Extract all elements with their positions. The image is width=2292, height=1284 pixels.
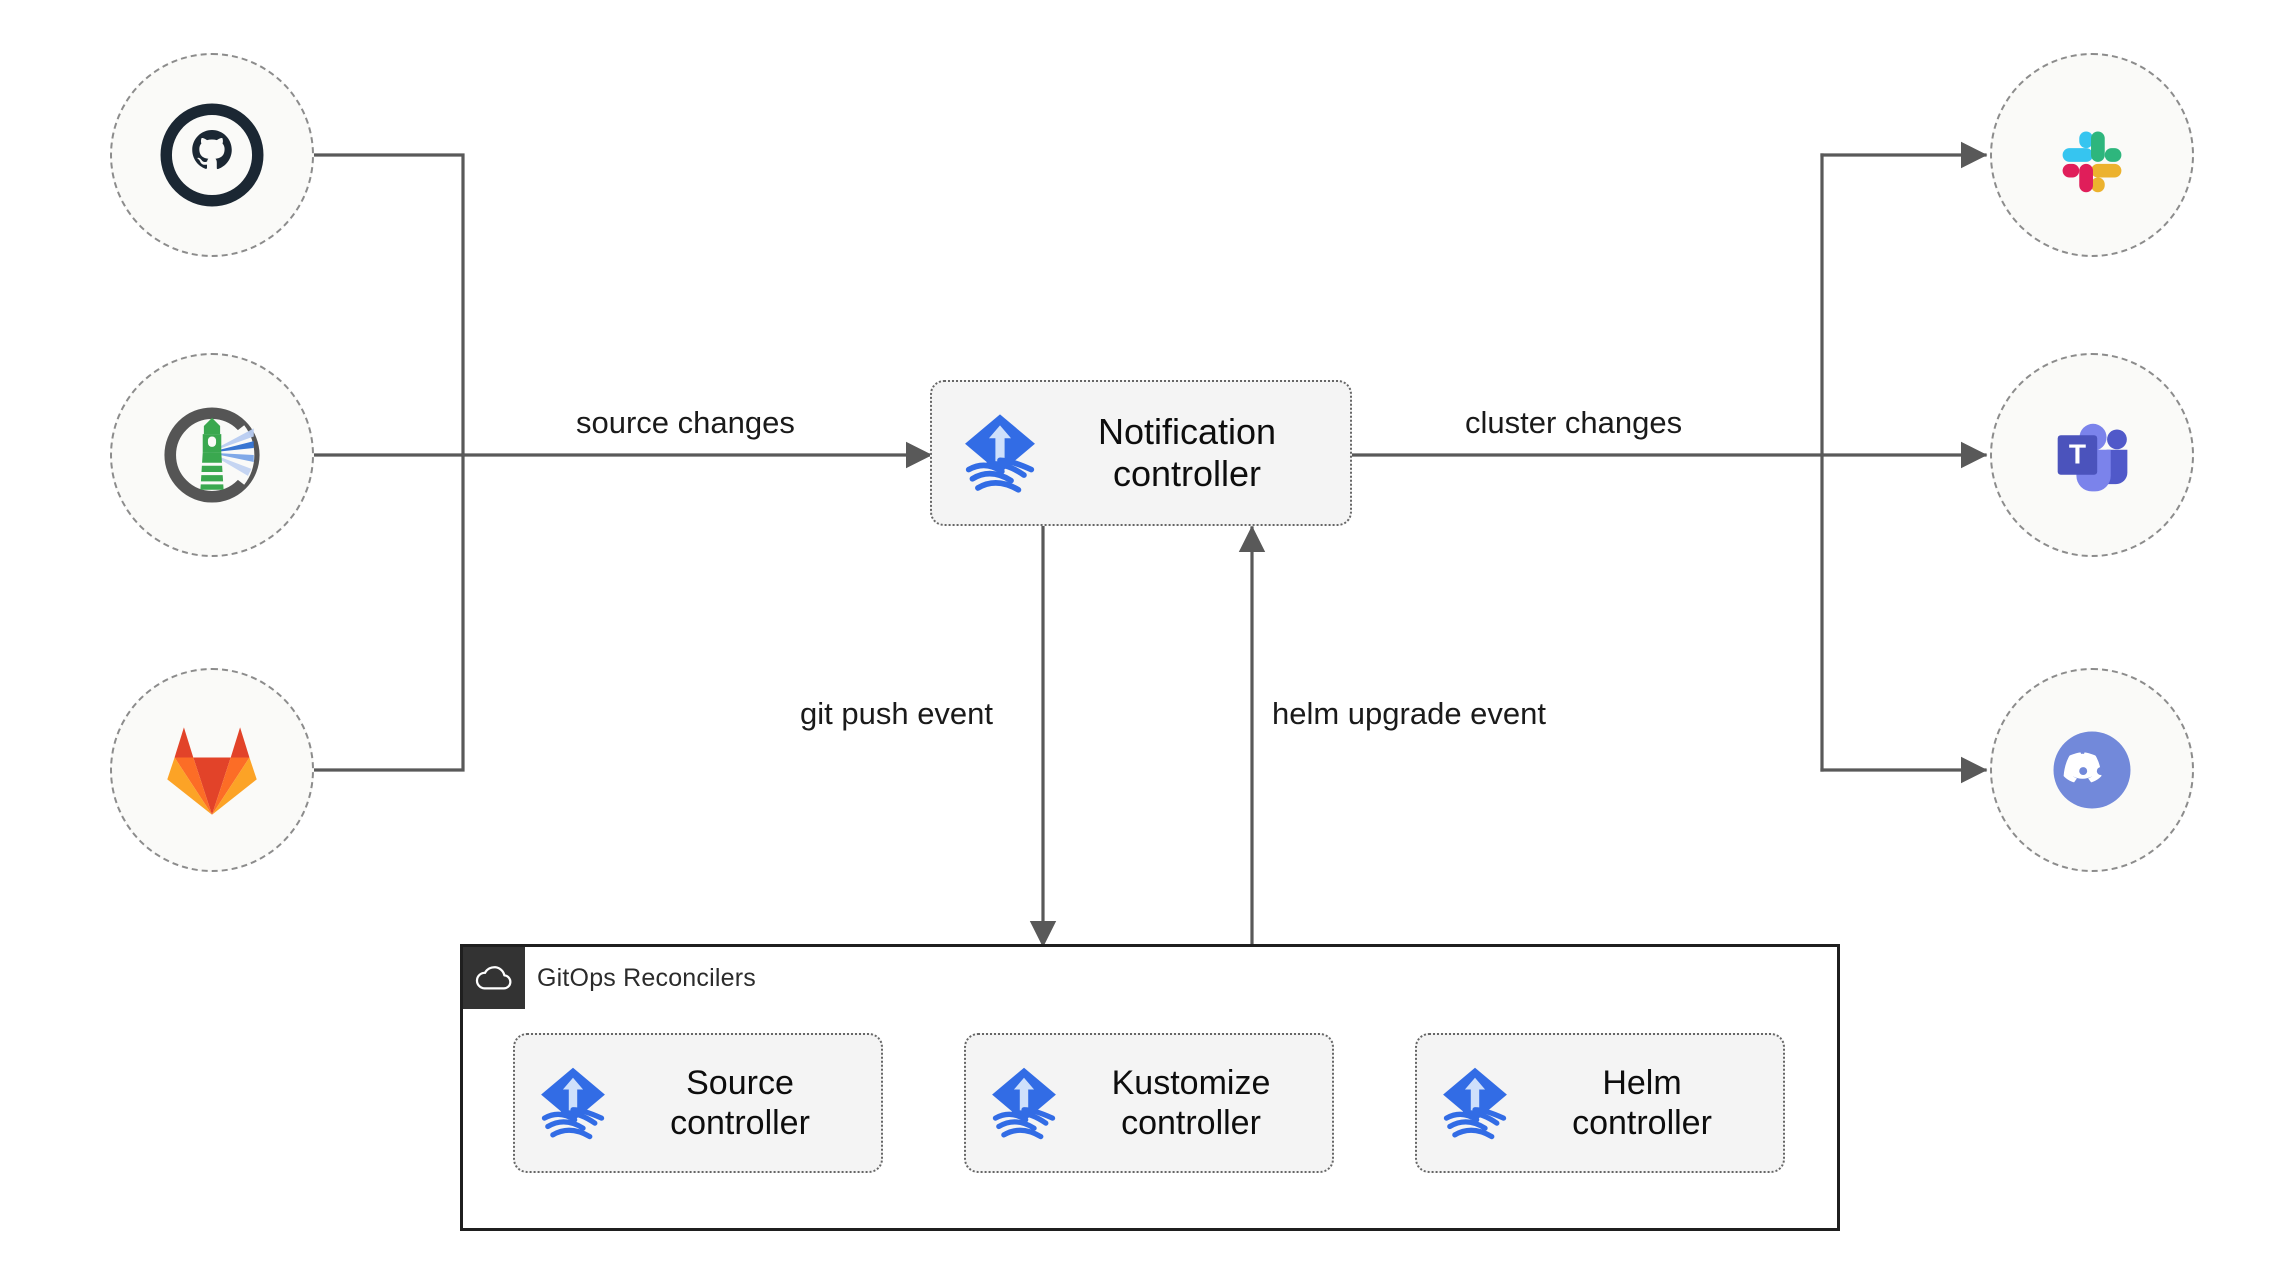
slack-icon [1992,55,2192,255]
helm-controller-label: Helm controller [1572,1063,1712,1142]
edge-github-trunk [310,153,465,457]
github-icon [112,55,312,255]
source-controller-node[interactable]: Source controller [513,1033,883,1173]
flux-icon [954,407,1046,499]
flux-icon [531,1061,615,1145]
discord-icon [1992,670,2192,870]
destination-node-discord[interactable] [1990,668,2194,872]
destination-node-slack[interactable] [1990,53,2194,257]
gitlab-icon [112,670,312,870]
kustomize-controller-label: Kustomize controller [1111,1063,1271,1142]
edge-gitlab-trunk [310,453,465,772]
group-title: GitOps Reconcilers [537,963,756,992]
source-node-github[interactable] [110,53,314,257]
edge-label-cluster-changes: cluster changes [1465,405,1683,440]
helm-controller-node[interactable]: Helm controller [1415,1033,1785,1173]
flux-icon [982,1061,1066,1145]
edge-label-helm-upgrade-event: helm upgrade event [1272,696,1547,731]
kustomize-controller-node[interactable]: Kustomize controller [964,1033,1334,1173]
destination-node-teams[interactable]: T [1990,353,2194,557]
helm-lighthouse-icon [112,355,312,555]
edge-label-git-push-event: git push event [800,696,994,731]
edge-label-source-changes: source changes [576,405,795,440]
flux-icon [1433,1061,1517,1145]
notification-controller-node[interactable]: Notification controller [930,380,1352,526]
source-node-helm[interactable] [110,353,314,557]
cloud-icon [463,947,525,1009]
microsoft-teams-icon: T [1992,355,2192,555]
svg-text:T: T [2069,438,2086,469]
source-node-gitlab[interactable] [110,668,314,872]
gitops-reconcilers-group: GitOps Reconcilers Source controller [460,944,1840,1231]
notification-controller-label: Notification controller [1097,410,1277,494]
source-controller-label: Source controller [670,1063,810,1142]
